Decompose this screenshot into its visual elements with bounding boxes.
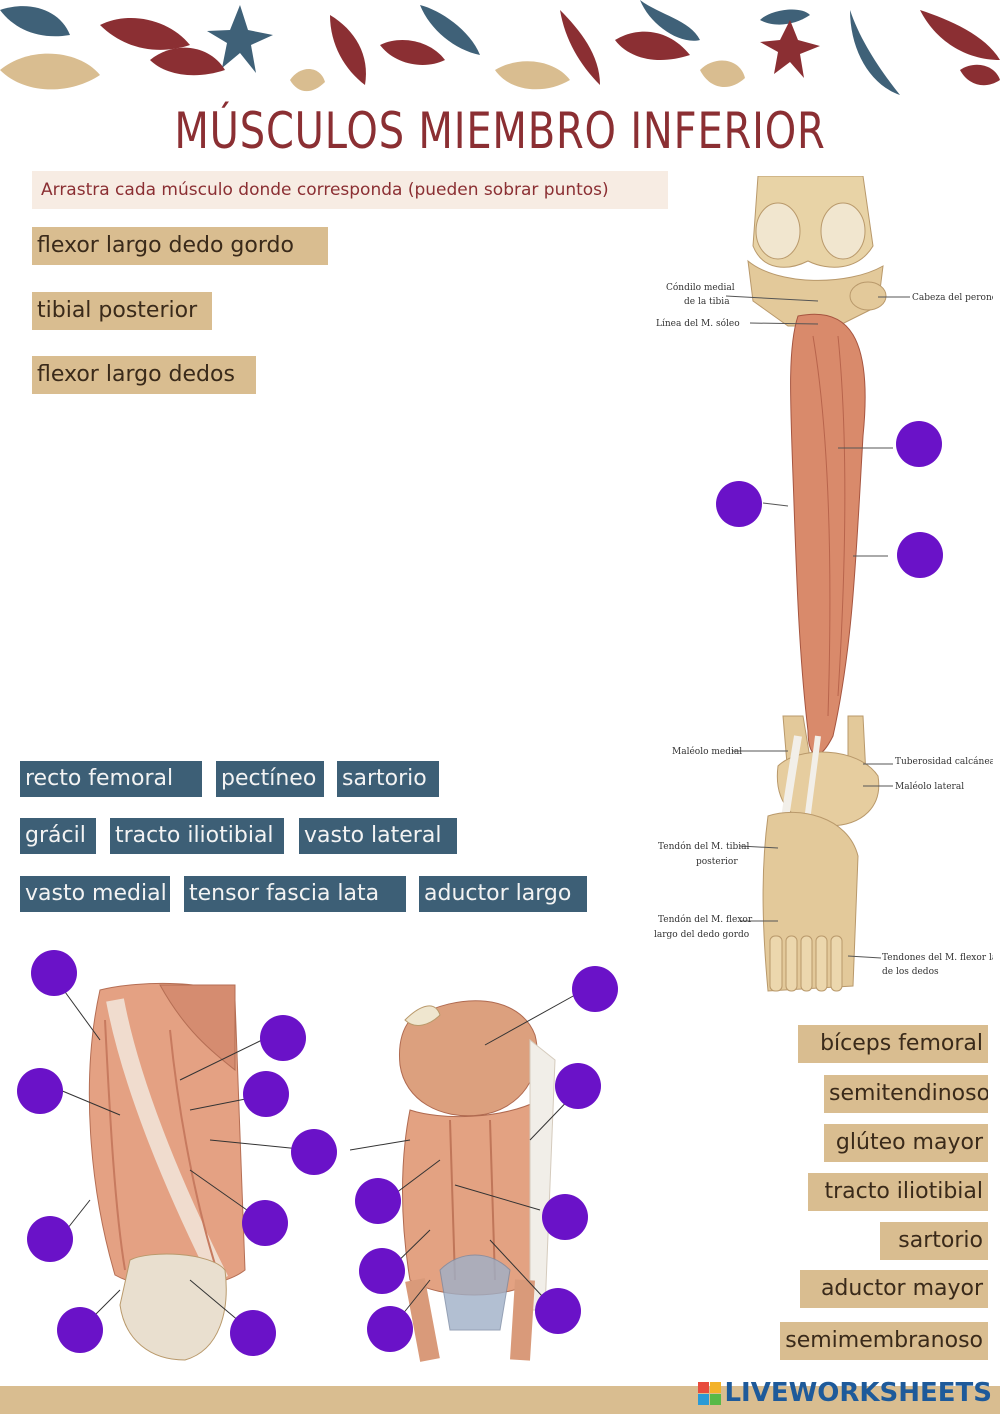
- leg-label-tendon-flexor2: largo del dedo gordo: [654, 930, 749, 940]
- word-chip-semimembranoso[interactable]: semimembranoso: [780, 1322, 988, 1360]
- drop-target[interactable]: [355, 1178, 401, 1224]
- word-chip-tracto-iliotibial[interactable]: tracto iliotibial: [110, 818, 284, 854]
- drop-target[interactable]: [367, 1306, 413, 1352]
- leg-label-linea: Línea del M. sóleo: [656, 318, 740, 329]
- word-chip-sartorio[interactable]: sartorio: [337, 761, 439, 797]
- leg-label-tendon-tibial: Tendón del M. tibial: [658, 841, 750, 852]
- instruction-text: Arrastra cada músculo donde corresponda …: [32, 171, 668, 209]
- drop-target[interactable]: [17, 1068, 63, 1114]
- drop-target[interactable]: [57, 1307, 103, 1353]
- word-chip-pectineo[interactable]: pectíneo: [216, 761, 324, 797]
- word-chip-tensor-fascia-lata[interactable]: tensor fascia lata: [184, 876, 406, 912]
- liveworksheets-logo-icon: [698, 1382, 721, 1405]
- drop-target[interactable]: [897, 532, 943, 578]
- drop-target[interactable]: [542, 1194, 588, 1240]
- leg-label-tendon-flexor: Tendón del M. flexor: [658, 914, 753, 925]
- leg-label-tendones-flexor: Tendones del M. flexor largo: [882, 953, 993, 963]
- drop-target[interactable]: [31, 950, 77, 996]
- thigh-anterior-illustration: [59, 982, 311, 1361]
- drop-target[interactable]: [230, 1310, 276, 1356]
- leg-label-condilo: Cóndilo medial: [666, 282, 735, 293]
- leg-label-condilo2: de la tibia: [684, 297, 730, 307]
- word-chip-semitendinoso[interactable]: semitendinoso: [824, 1075, 988, 1113]
- word-chip-aductor-largo[interactable]: aductor largo: [419, 876, 587, 912]
- word-chip-tibial-posterior[interactable]: tibial posterior: [32, 292, 212, 330]
- liveworksheets-brand: LIVEWORKSHEETS: [724, 1378, 992, 1408]
- drop-target[interactable]: [291, 1129, 337, 1175]
- drop-target[interactable]: [535, 1288, 581, 1334]
- leg-label-tuberosidad: Tuberosidad calcánea: [895, 756, 993, 767]
- drop-target[interactable]: [572, 966, 618, 1012]
- thigh-posterior-illustration: [350, 994, 579, 1362]
- header-leaf-decoration: [0, 0, 1000, 95]
- drop-target[interactable]: [260, 1015, 306, 1061]
- drop-target[interactable]: [243, 1071, 289, 1117]
- word-chip-gluteo-mayor[interactable]: glúteo mayor: [824, 1124, 988, 1162]
- leg-label-maleolo-lateral: Maléolo lateral: [895, 781, 964, 792]
- drop-target[interactable]: [716, 481, 762, 527]
- leg-label-tendon-tibial2: posterior: [696, 857, 738, 867]
- word-chip-tracto-iliotibial-back[interactable]: tracto iliotibial: [808, 1173, 988, 1211]
- word-chip-aductor-mayor[interactable]: aductor mayor: [800, 1270, 988, 1308]
- word-chip-flexor-largo-dedos[interactable]: flexor largo dedos: [32, 356, 256, 394]
- word-chip-recto-femoral[interactable]: recto femoral: [20, 761, 202, 797]
- drop-target[interactable]: [27, 1216, 73, 1262]
- page-title: MÚSCULOS MIEMBRO INFERIOR: [174, 102, 826, 160]
- word-chip-vasto-lateral[interactable]: vasto lateral: [299, 818, 457, 854]
- leg-label-maleolo-medial: Maléolo medial: [672, 746, 742, 757]
- word-chip-biceps-femoral[interactable]: bíceps femoral: [798, 1025, 988, 1063]
- leg-label-cabeza: Cabeza del peroné: [912, 292, 993, 303]
- word-chip-flexor-largo-dedo-gordo[interactable]: flexor largo dedo gordo: [32, 227, 328, 265]
- word-chip-sartorio-back[interactable]: sartorio: [880, 1222, 988, 1260]
- word-chip-gracil[interactable]: grácil: [20, 818, 96, 854]
- word-chip-vasto-medial[interactable]: vasto medial: [20, 876, 170, 912]
- leg-posterior-illustration: Cóndilo medial de la tibia Línea del M. …: [654, 176, 993, 992]
- footer-bar: [0, 1386, 1000, 1414]
- drop-target[interactable]: [555, 1063, 601, 1109]
- leg-label-tendones-flexor2: de los dedos: [882, 967, 939, 977]
- drop-target[interactable]: [896, 421, 942, 467]
- drop-target[interactable]: [359, 1248, 405, 1294]
- drop-target[interactable]: [242, 1200, 288, 1246]
